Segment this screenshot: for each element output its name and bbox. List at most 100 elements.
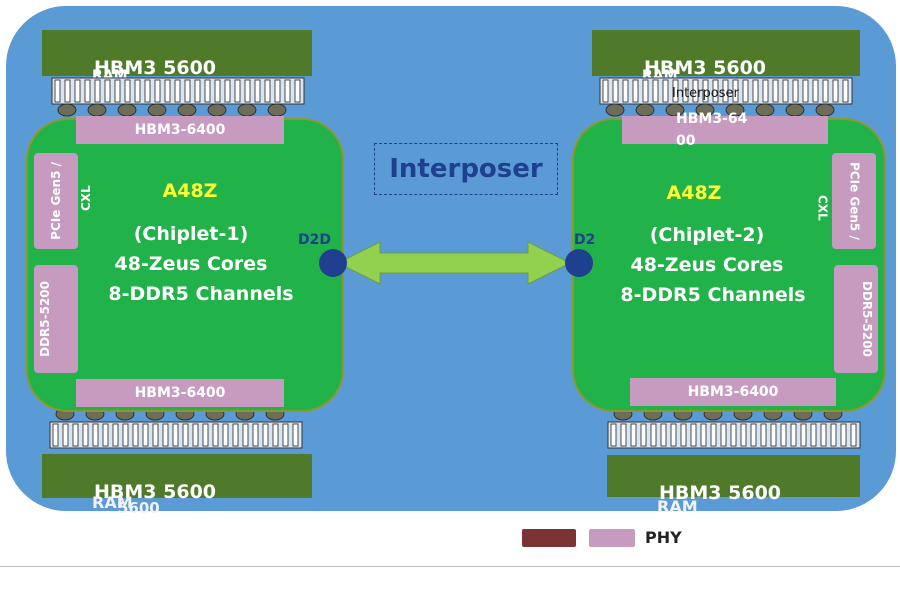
chiplet-1-channels: 8-DDR5 Channels: [108, 283, 294, 305]
phy-top-label: HBM3-6400: [676, 111, 748, 149]
chiplet-1-title: A48Z: [162, 180, 218, 202]
micro-bump: [57, 103, 77, 117]
tsv-pillar: [254, 79, 261, 103]
tsv-pillar: [630, 423, 637, 447]
tsv-pillar: [732, 79, 739, 103]
chiplet-2-phy-top: HBM3-6400: [622, 111, 828, 149]
tsv-pillar: [64, 79, 71, 103]
tsv-pillar: [700, 423, 707, 447]
chiplet-2-cores: 48-Zeus Cores: [630, 254, 784, 276]
bump-row-bottom-left: [49, 407, 303, 449]
hbm-stack-top-right: HBM3 5600: [592, 30, 860, 79]
tsv-pillar: [184, 79, 191, 103]
tsv-pillar: [802, 79, 809, 103]
tsv-pillar: [850, 423, 857, 447]
tsv-pillar: [672, 79, 679, 103]
tsv-pillar: [132, 423, 139, 447]
tsv-pillar: [690, 423, 697, 447]
bump-row-top-left: [51, 77, 305, 117]
d2d-dot-right: [565, 249, 593, 277]
tsv-pillar: [800, 423, 807, 447]
tsv-pillar: [722, 79, 729, 103]
tsv-pillar: [294, 79, 301, 103]
micro-bump: [605, 103, 625, 117]
tsv-pillar: [172, 423, 179, 447]
tsv-pillar: [782, 79, 789, 103]
tsv-pillar: [192, 423, 199, 447]
tsv-pillar: [710, 423, 717, 447]
tsv-pillar: [104, 79, 111, 103]
tsv-pillar: [102, 423, 109, 447]
tsv-pillar: [252, 423, 259, 447]
legend-phy-label: PHY: [645, 528, 682, 547]
pcie-label: PCIe Gen5 /: [847, 162, 862, 240]
tsv-pillar: [234, 79, 241, 103]
interposer-overlay-label: Interposer: [672, 86, 739, 101]
chiplet-1-phy-ddr: DDR5-5200: [34, 265, 78, 373]
tsv-pillar: [632, 79, 639, 103]
chiplet-2-title: A48Z: [666, 182, 722, 204]
tsv-pillar: [712, 79, 719, 103]
tsv-pillar: [730, 423, 737, 447]
tsv-pillar: [244, 79, 251, 103]
chiplet-1-phy-pcie: PCIe Gen5 /: [34, 153, 78, 249]
tsv-pillar: [154, 79, 161, 103]
hbm-stack-bottom-right: HBM3 5600: [607, 455, 860, 504]
tsv-pillar: [162, 423, 169, 447]
tsv-pillar: [72, 423, 79, 447]
tsv-pillar: [212, 423, 219, 447]
chiplet-1-cores: 48-Zeus Cores: [114, 253, 268, 275]
tsv-pillar: [84, 79, 91, 103]
hbm-sub-label: RAM: [657, 497, 698, 516]
tsv-pillar: [222, 423, 229, 447]
tsv-pillar: [92, 423, 99, 447]
chiplet-1-name: (Chiplet-1): [133, 223, 249, 245]
hbm-label: HBM3 5600: [94, 480, 217, 503]
tsv-pillar: [284, 79, 291, 103]
tsv-pillar: [742, 79, 749, 103]
tsv-pillar: [662, 79, 669, 103]
ddr-label: DDR5-5200: [860, 281, 874, 357]
tsv-pillar: [622, 79, 629, 103]
tsv-pillar: [232, 423, 239, 447]
chiplet-2-name: (Chiplet-2): [649, 224, 765, 246]
tsv-pillar: [602, 79, 609, 103]
tsv-pillar: [164, 79, 171, 103]
tsv-pillar: [62, 423, 69, 447]
tsv-pillar: [650, 423, 657, 447]
tsv-pillar: [134, 79, 141, 103]
tsv-pillar: [660, 423, 667, 447]
tsv-pillar: [820, 423, 827, 447]
tsv-pillar: [224, 79, 231, 103]
chiplet-2-cxl-label: CXL: [815, 195, 830, 221]
tsv-pillar: [812, 79, 819, 103]
tsv-pillar: [182, 423, 189, 447]
tsv-pillar: [640, 423, 647, 447]
tsv-pillar: [760, 423, 767, 447]
hbm-stack-top-left: HBM3 5600: [42, 30, 312, 79]
tsv-pillar: [82, 423, 89, 447]
chiplet-1-die: [26, 118, 344, 412]
tsv-pillar: [842, 79, 849, 103]
chiplet-2-phy-ddr: DDR5-5200: [834, 265, 878, 373]
tsv-pillar: [204, 79, 211, 103]
hbm-label: HBM3 5600: [94, 56, 217, 79]
legend-swatch-dark: [522, 529, 576, 547]
tsv-pillar: [214, 79, 221, 103]
tsv-pillar: [840, 423, 847, 447]
tsv-pillar: [272, 423, 279, 447]
tsv-pillar: [702, 79, 709, 103]
bump-row-top-right: [599, 77, 853, 117]
chiplet-2-channels: 8-DDR5 Channels: [620, 284, 806, 306]
tsv-pillar: [74, 79, 81, 103]
tsv-pillar: [752, 79, 759, 103]
tsv-pillar: [790, 423, 797, 447]
tsv-pillar: [292, 423, 299, 447]
tsv-pillar: [124, 79, 131, 103]
tsv-pillar: [780, 423, 787, 447]
tsv-pillar: [112, 423, 119, 447]
interposer-label: Interposer: [374, 143, 558, 195]
hbm-sub-label: RAM: [92, 493, 133, 512]
hbm-label: HBM3 5600: [644, 56, 767, 79]
